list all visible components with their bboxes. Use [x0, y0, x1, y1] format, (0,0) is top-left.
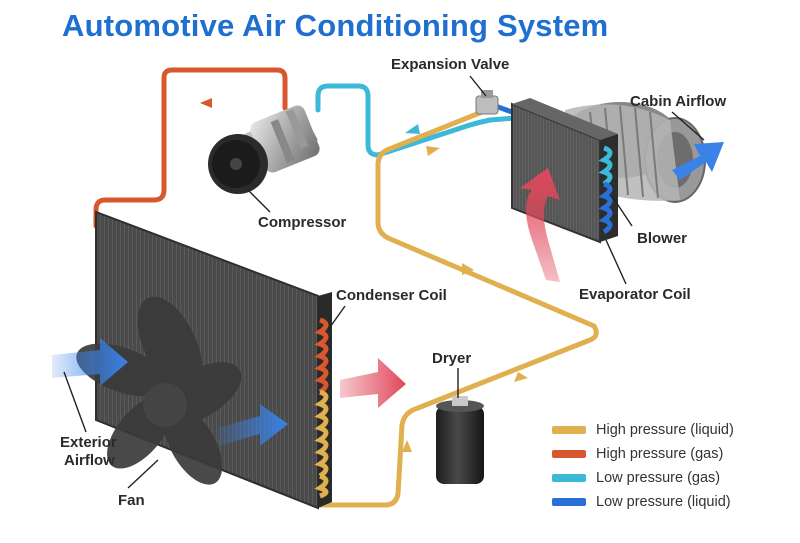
- flow-arrow-lowgas: [405, 124, 420, 134]
- legend-label: High pressure (liquid): [596, 422, 734, 438]
- leader-cabin-airflow: [671, 111, 705, 141]
- label-evaporator-coil: Evaporator Coil: [579, 286, 691, 303]
- label-exterior-airflow-line1: Exterior: [60, 434, 117, 451]
- label-condenser-coil: Condenser Coil: [336, 287, 447, 304]
- flow-arrow-gas: [200, 98, 212, 108]
- legend-label: High pressure (gas): [596, 446, 724, 462]
- label-compressor: Compressor: [258, 214, 347, 231]
- label-expansion-valve: Expansion Valve: [391, 56, 510, 73]
- legend-item: High pressure (gas): [552, 442, 734, 466]
- flow-arrow-liquid-2: [462, 263, 474, 275]
- leader-blower: [611, 195, 633, 227]
- legend-swatch: [552, 474, 586, 482]
- pipe-high-pressure-gas: [93, 67, 288, 229]
- leader-compressor: [247, 189, 271, 213]
- legend-label: Low pressure (gas): [596, 470, 721, 486]
- leader-fan: [127, 459, 159, 489]
- legend-item: Low pressure (gas): [552, 466, 734, 490]
- compressor: [208, 105, 320, 194]
- condenser-coil: [314, 317, 329, 499]
- leader-evaporator-coil: [605, 239, 627, 285]
- label-blower: Blower: [637, 230, 688, 247]
- flow-arrow-liquid-1: [426, 146, 440, 156]
- cabin-airflow-arrow: [672, 142, 724, 180]
- label-fan: Fan: [118, 492, 145, 509]
- pipe-high-pressure-liquid: [315, 109, 599, 508]
- evaporator-coil: [598, 145, 613, 235]
- evaporator-hot-air-arrow: [520, 168, 560, 282]
- legend-label: Low pressure (liquid): [596, 494, 731, 510]
- legend-swatch: [552, 426, 586, 434]
- legend-item: High pressure (liquid): [552, 418, 734, 442]
- leader-exterior-airflow: [63, 371, 87, 433]
- diagram-title: Automotive Air Conditioning System: [62, 8, 609, 43]
- label-dryer: Dryer: [432, 350, 472, 367]
- leader-condenser-coil: [327, 305, 346, 331]
- label-exterior-airflow-line2: Airflow: [64, 452, 115, 469]
- legend: High pressure (liquid) High pressure (ga…: [552, 418, 734, 514]
- leader-expansion-valve: [469, 75, 487, 97]
- legend-item: Low pressure (liquid): [552, 490, 734, 514]
- pipe-low-pressure-gas: [315, 83, 518, 158]
- label-cabin-airflow: Cabin Airflow: [630, 93, 727, 110]
- legend-swatch: [552, 450, 586, 458]
- condenser-hot-air-arrow: [340, 358, 406, 408]
- fan-airflow-arrow: [218, 404, 288, 446]
- legend-swatch: [552, 498, 586, 506]
- flow-arrow-liquid-3: [514, 372, 528, 382]
- dryer: [436, 396, 484, 484]
- flow-arrow-liquid-4: [402, 440, 412, 452]
- expansion-valve: [475, 90, 499, 115]
- exterior-airflow-arrow: [52, 338, 128, 386]
